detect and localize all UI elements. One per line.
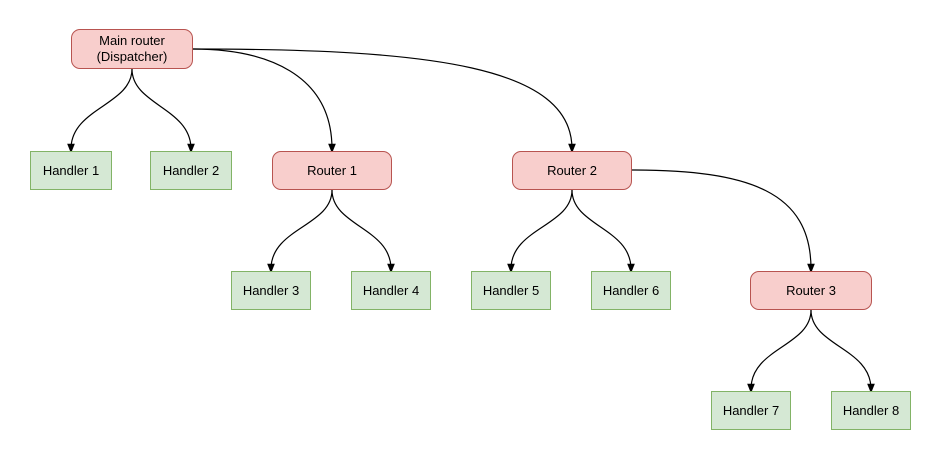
node-handler-5[interactable]: Handler 5: [471, 271, 551, 310]
node-label: Handler 1: [42, 162, 100, 178]
edge-main-router1: [192, 48, 336, 154]
node-handler-7[interactable]: Handler 7: [711, 391, 791, 430]
node-label: Main router (Dispatcher): [96, 33, 168, 64]
node-handler-8[interactable]: Handler 8: [831, 391, 911, 430]
node-handler-3[interactable]: Handler 3: [231, 271, 311, 310]
edge-group: [67, 48, 875, 394]
edge-router2-handler6: [571, 189, 635, 274]
node-label: Handler 4: [362, 282, 420, 298]
node-router-3[interactable]: Router 3: [750, 271, 872, 310]
node-main-router[interactable]: Main router (Dispatcher): [71, 29, 193, 69]
edge-router1-handler4: [331, 189, 395, 274]
edge-router2-router3: [631, 169, 815, 274]
node-router-2[interactable]: Router 2: [512, 151, 632, 190]
node-label: Handler 6: [602, 282, 660, 298]
edge-router3-handler7: [747, 309, 812, 394]
edge-main-handler2: [131, 68, 195, 154]
edge-router3-handler8: [810, 309, 875, 394]
node-label: Handler 5: [482, 282, 540, 298]
node-handler-1[interactable]: Handler 1: [30, 151, 112, 190]
node-handler-6[interactable]: Handler 6: [591, 271, 671, 310]
node-router-1[interactable]: Router 1: [272, 151, 392, 190]
node-label: Router 2: [547, 162, 597, 178]
edge-router2-handler5: [507, 189, 573, 274]
edge-router1-handler3: [267, 189, 333, 274]
node-handler-4[interactable]: Handler 4: [351, 271, 431, 310]
edge-main-router2: [192, 48, 576, 154]
node-label: Router 3: [786, 282, 836, 298]
edge-main-handler1: [67, 68, 133, 154]
node-handler-2[interactable]: Handler 2: [150, 151, 232, 190]
node-label: Handler 8: [842, 402, 900, 418]
node-label: Handler 2: [162, 162, 220, 178]
node-label: Router 1: [307, 162, 357, 178]
node-label: Handler 7: [722, 402, 780, 418]
node-label: Handler 3: [242, 282, 300, 298]
